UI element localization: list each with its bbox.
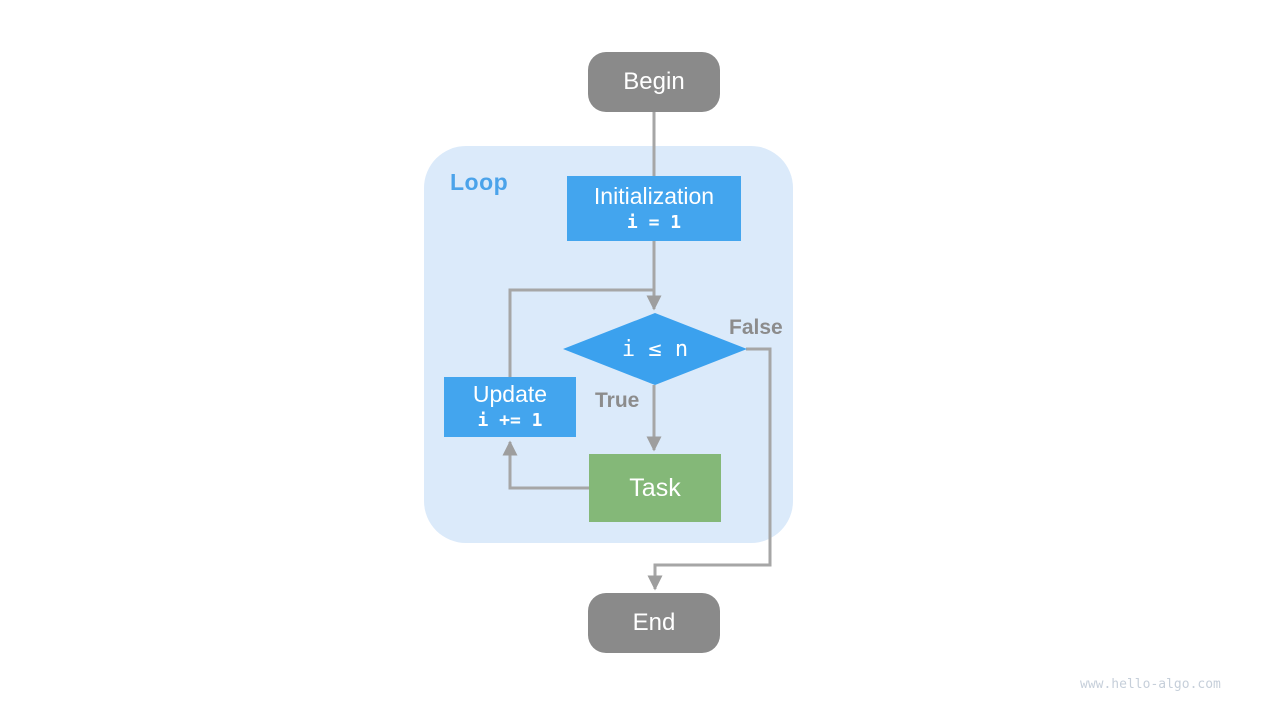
node-end-label: End [632,609,676,636]
edge-condition-false-to-end [647,347,772,591]
node-initialization: Initialization i = 1 [567,176,741,241]
loop-container-label: Loop [450,169,509,195]
node-update-code: i += 1 [477,410,543,431]
edge-label-false: False [729,316,783,339]
node-initialization-label: Initialization [593,182,715,209]
node-condition-label: i ≤ n [621,336,689,362]
node-task-label: Task [629,473,681,502]
edge-task-to-update [502,440,589,490]
edge-update-to-condition [508,288,653,377]
node-update-label: Update [472,381,548,407]
node-initialization-code: i = 1 [626,211,682,233]
node-update: Update i += 1 [444,377,576,437]
node-begin-label: Begin [623,68,685,95]
watermark: www.hello-algo.com [1080,677,1221,692]
edge-label-true: True [595,389,640,412]
node-begin: Begin [588,52,720,112]
node-task: Task [589,454,721,522]
node-end: End [588,593,720,653]
